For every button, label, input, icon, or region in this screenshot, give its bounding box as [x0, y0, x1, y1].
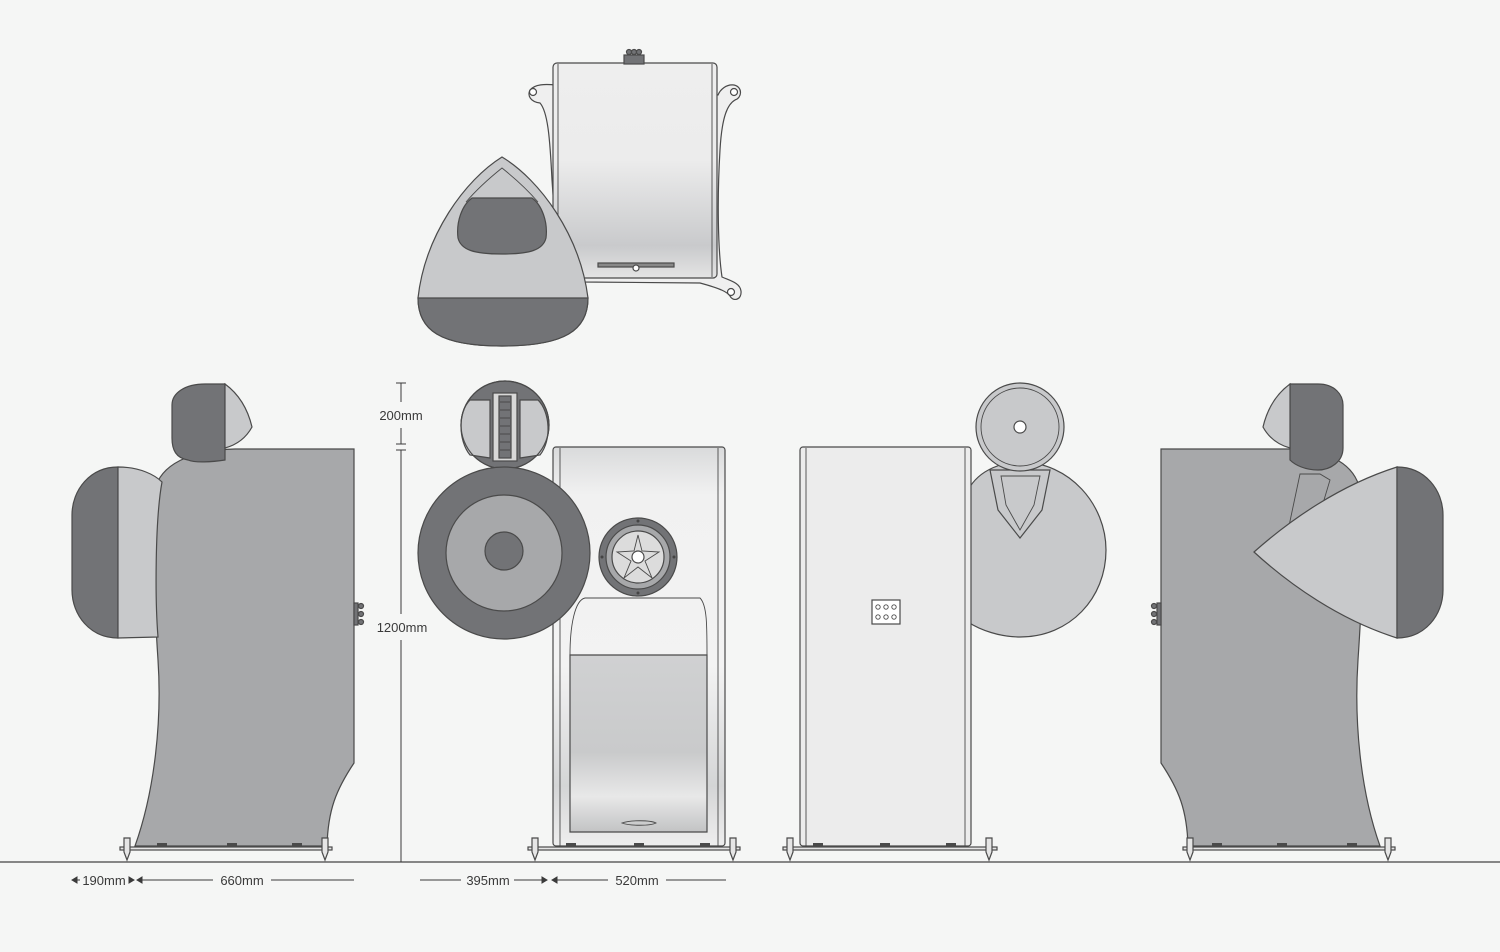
- side-left-woofer-cone: [117, 466, 163, 639]
- rear-plinth: [782, 837, 998, 862]
- front-woofer: [417, 466, 591, 640]
- dim-cabinet-width: 520mm: [615, 873, 658, 888]
- bracket-hole: [726, 287, 736, 297]
- top-view-cabinet: [552, 62, 718, 279]
- dim-tweeter-height: 200mm: [379, 408, 422, 423]
- side-left-woofer-dome: [71, 466, 119, 639]
- front-plinth: [527, 837, 741, 862]
- front-tweeter-head: [460, 380, 550, 470]
- dim-cabinet-depth: 660mm: [220, 873, 263, 888]
- dim-woofer-width: 395mm: [466, 873, 509, 888]
- side-view-left: [71, 382, 365, 862]
- vertical-dimensions: [396, 382, 406, 862]
- side-left-terminals: [353, 602, 365, 626]
- top-view: [417, 48, 742, 347]
- rear-cabinet: [799, 446, 972, 847]
- front-view: [417, 380, 741, 862]
- dim-total-height: 1200mm: [377, 620, 428, 635]
- side-view-right: [1150, 382, 1444, 862]
- top-view-terminals: [623, 48, 645, 65]
- side-left-tweeter-head: [171, 383, 226, 463]
- side-left-cabinet: [134, 448, 355, 847]
- bracket-hole: [729, 87, 739, 97]
- rear-view: [782, 382, 1107, 862]
- side-left-plinth: [119, 837, 333, 862]
- rear-tweeter-neck: [989, 469, 1051, 539]
- side-right-terminals: [1150, 602, 1162, 626]
- top-view-woofer-rear: [417, 297, 589, 347]
- side-left-tweeter-horn: [224, 382, 253, 449]
- side-right-woofer-cone: [1253, 466, 1398, 639]
- side-right-plinth: [1182, 837, 1396, 862]
- side-right-woofer-dome: [1396, 466, 1444, 639]
- rear-terminal-panel: [871, 599, 901, 625]
- front-midrange-driver: [598, 517, 678, 597]
- top-view-tweeter-window: [457, 197, 547, 255]
- dim-woofer-depth: 190mm: [82, 873, 125, 888]
- horizontal-dimensions: [71, 876, 726, 884]
- side-right-tweeter-head: [1289, 383, 1344, 471]
- front-cabinet-lower-panel: [569, 654, 708, 833]
- bracket-hole: [528, 87, 538, 97]
- side-right-tweeter-horn: [1262, 382, 1291, 449]
